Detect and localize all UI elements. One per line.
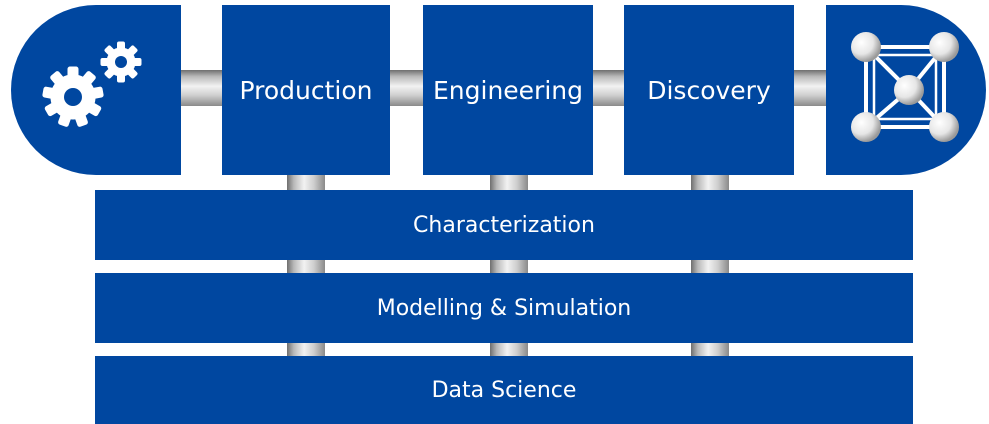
layer-characterization: Characterization	[95, 190, 913, 260]
layer-data-science: Data Science	[95, 356, 913, 424]
molecular-lattice-icon	[851, 32, 959, 142]
layer-label: Modelling & Simulation	[376, 295, 632, 321]
right-end-cap	[826, 5, 986, 175]
left-end-cap	[11, 5, 181, 175]
pillar-production: Production	[222, 5, 390, 175]
layer-label: Data Science	[431, 377, 577, 403]
layer-modelling-simulation: Modelling & Simulation	[95, 273, 913, 343]
pillar-engineering: Engineering	[423, 5, 593, 175]
layer-label: Characterization	[413, 212, 595, 238]
pillar-label: Engineering	[433, 75, 583, 105]
gears-icon	[42, 41, 142, 127]
pillar-label: Discovery	[647, 75, 771, 105]
pillar-label: Production	[239, 75, 373, 105]
pillar-discovery: Discovery	[624, 5, 794, 175]
